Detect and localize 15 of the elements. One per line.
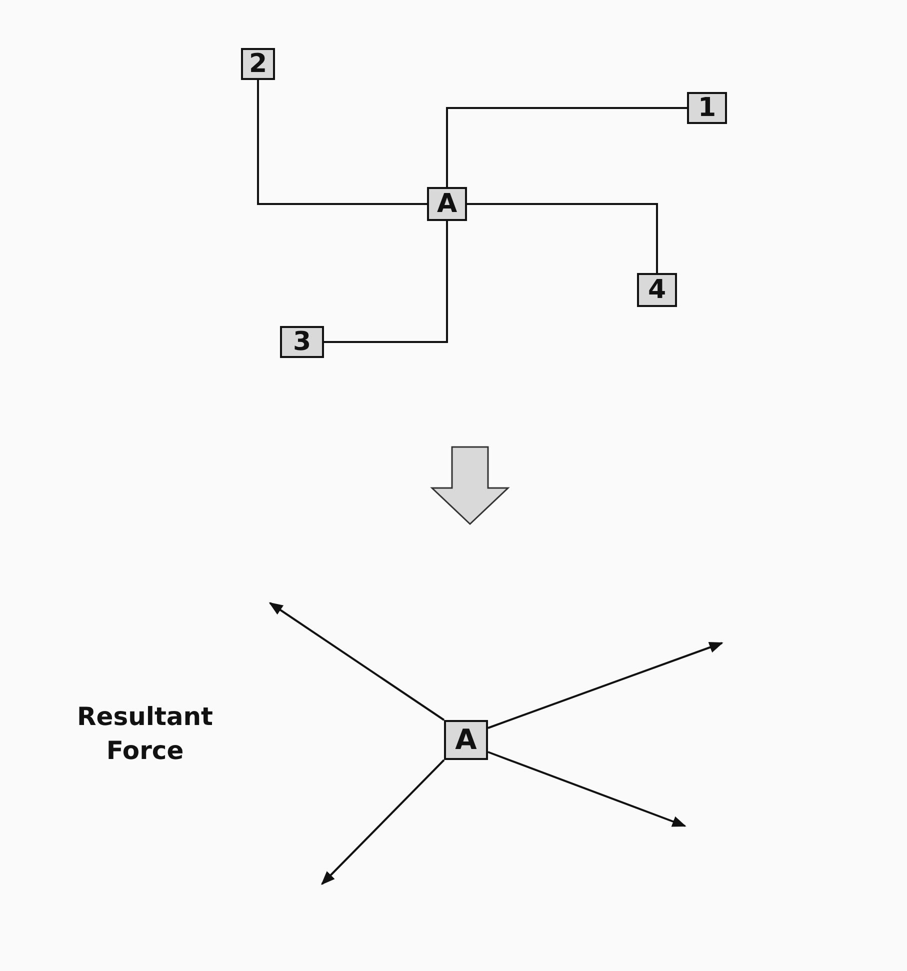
connector-line xyxy=(324,221,448,343)
labeled-box: 2 xyxy=(241,48,275,80)
connector-line xyxy=(446,107,687,187)
connector-line xyxy=(467,203,658,273)
labeled-box: 3 xyxy=(280,326,324,358)
connector-line xyxy=(257,80,427,205)
arrow xyxy=(268,602,445,721)
labeled-box: 1 xyxy=(687,92,727,124)
labeled-box: A xyxy=(444,720,488,760)
arrow xyxy=(321,759,445,885)
arrow xyxy=(488,751,686,827)
labeled-box: 4 xyxy=(637,273,677,307)
labeled-box: A xyxy=(427,187,467,221)
arrow xyxy=(488,642,724,729)
caption-label: Resultant Force xyxy=(76,701,214,767)
